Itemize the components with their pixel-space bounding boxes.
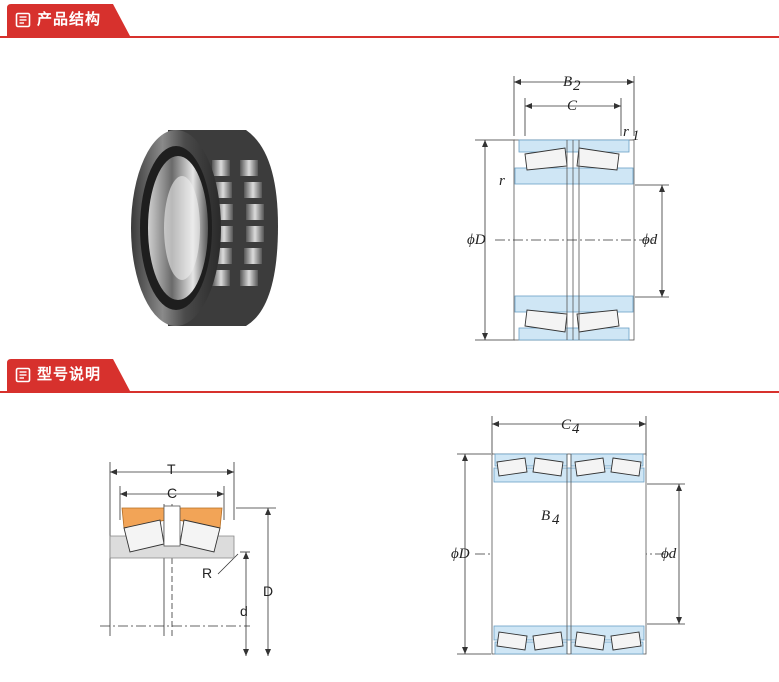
label-b2-sub: 2	[573, 78, 581, 94]
diagram-bearing-top: B 2 C r 1 r ϕD ϕd	[467, 74, 669, 341]
header-rule	[0, 36, 779, 38]
label-c4-sub: 4	[572, 421, 580, 437]
label-r1: r	[623, 124, 629, 140]
label-r1-sub: 1	[632, 128, 640, 144]
label-r: R	[202, 565, 212, 581]
document-icon	[15, 12, 31, 28]
label-d-outer: D	[263, 583, 273, 599]
label-d-bore: d	[240, 603, 248, 619]
label-c: C	[167, 485, 177, 501]
section-title: 产品结构	[37, 11, 102, 28]
label-phi-bore-dia: ϕd	[642, 232, 658, 248]
section-header-structure: 产品结构	[0, 2, 779, 38]
label-r: r	[499, 173, 505, 189]
label-phi-bore-dia: ϕd	[661, 546, 677, 562]
section-view	[491, 453, 647, 655]
section-title: 型号说明	[37, 366, 102, 383]
label-b4: B	[541, 508, 550, 524]
section-tab: 产品结构	[7, 4, 130, 36]
tab-shape	[7, 359, 130, 391]
label-phi-outer-dia: ϕD	[467, 232, 486, 248]
label-c4: C	[561, 417, 572, 433]
section-header-model: 型号说明	[0, 357, 779, 393]
label-b4-sub: 4	[552, 512, 560, 528]
label-phi-outer-dia: ϕD	[451, 546, 470, 562]
document-icon	[15, 367, 31, 383]
label-b2: B	[563, 74, 572, 90]
label-t: T	[167, 461, 176, 477]
section-view	[109, 505, 235, 559]
section-view	[495, 139, 655, 341]
tab-shape	[7, 4, 130, 36]
diagram-bearing-bottom-left: T C R d D	[100, 461, 276, 656]
header-rule	[0, 391, 779, 393]
label-c: C	[567, 98, 578, 114]
bearing-photo	[131, 130, 278, 326]
section-tab: 型号说明	[7, 359, 130, 391]
diagram-bearing-bottom-right: C 4 B 4 ϕD ϕd	[451, 416, 685, 655]
